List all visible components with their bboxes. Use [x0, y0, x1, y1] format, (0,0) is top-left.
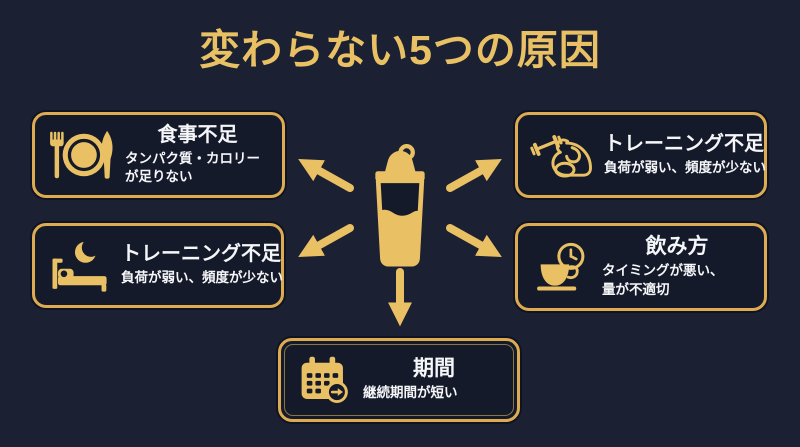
card-period: 期間 継続期間が短い	[278, 338, 520, 422]
card-title: 食事不足	[157, 123, 238, 146]
calendar-arrow-icon	[293, 351, 355, 409]
arrow-down-right-icon	[446, 224, 502, 257]
card-training: トレーニング不足 負荷が弱い、頻度が少ない	[515, 112, 767, 198]
card-title: トレーニング不足	[121, 243, 281, 266]
muscle-dumbbell-icon	[530, 126, 596, 184]
card-title: 期間	[413, 357, 455, 381]
card-subtitle: タンパク質・カロリー が足りない	[125, 150, 260, 184]
card-title: 飲み方	[645, 235, 709, 259]
cup-clock-icon	[530, 238, 594, 296]
card-meal: 食事不足 タンパク質・カロリー が足りない	[32, 112, 285, 198]
arrow-up-left-icon	[298, 159, 354, 192]
card-subtitle: タイミングが悪い、 量が不適切	[602, 263, 724, 297]
arrow-down-left-icon	[298, 224, 354, 257]
card-subtitle: 負荷が弱い、頻度が少ない	[121, 270, 283, 286]
card-subtitle: 負荷が弱い、頻度が少ない	[604, 159, 766, 175]
page-title: 変わらない5つの原因	[199, 27, 601, 73]
arrow-up-right-icon	[446, 159, 502, 192]
card-subtitle: 継続期間が短い	[363, 385, 458, 401]
card-rest: トレーニング不足 負荷が弱い、頻度が少ない	[32, 223, 284, 308]
meal-icon	[47, 126, 117, 184]
card-drinking: 飲み方 タイミングが悪い、 量が不適切	[515, 223, 767, 311]
bed-moon-icon	[47, 237, 113, 295]
protein-shaker-icon	[375, 144, 425, 267]
card-title: トレーニング不足	[604, 132, 764, 155]
